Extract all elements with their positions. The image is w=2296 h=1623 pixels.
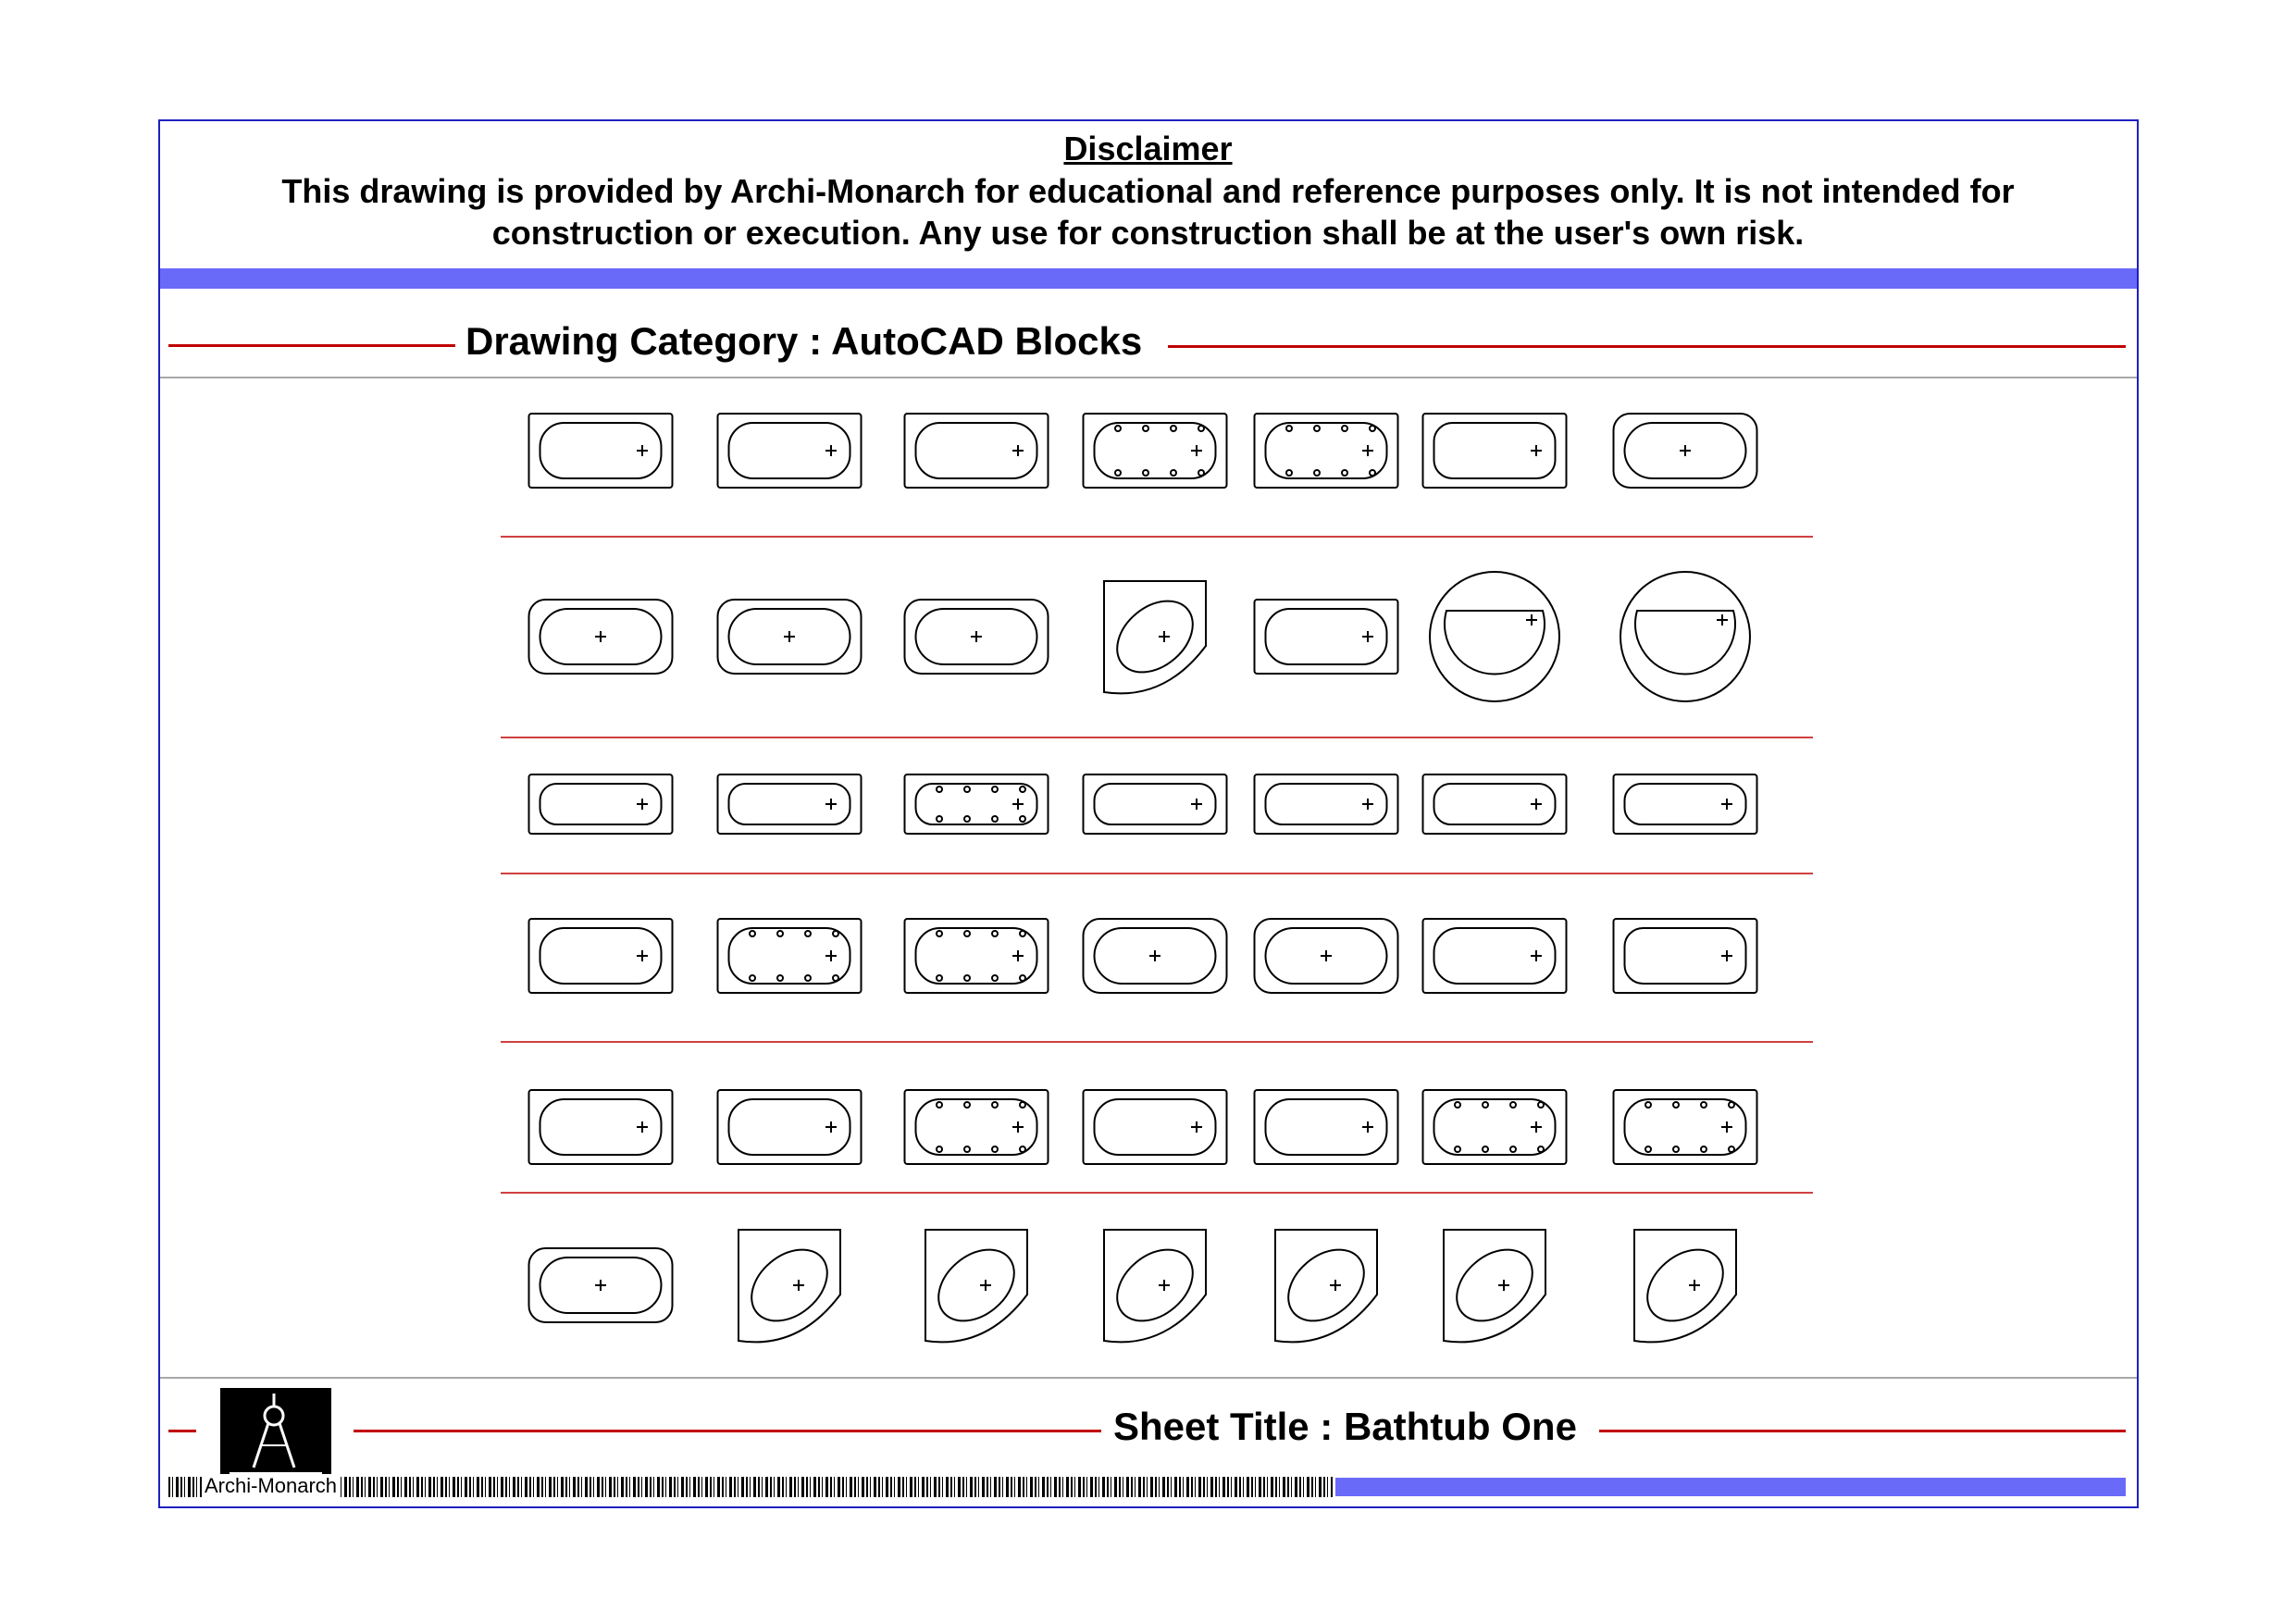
sheet-rule-left-short: [168, 1430, 196, 1432]
row-divider: [501, 737, 1813, 738]
round-tub-block: [1620, 571, 1751, 702]
row-divider: [501, 1192, 1813, 1194]
whirlpool-tub-block: [1082, 413, 1228, 489]
rect-tub-block: [716, 774, 863, 835]
oval-tub-block: [1082, 918, 1228, 994]
rect-tub-block: [527, 774, 674, 835]
header-band: [160, 268, 2137, 289]
rect-tub-block: [1421, 774, 1568, 835]
rect-tub-block: [1253, 1089, 1399, 1165]
rect-tub-block: [1421, 918, 1568, 994]
rect-tub-block: [1082, 1089, 1228, 1165]
rect-tub-block: [527, 918, 674, 994]
sheet-rule-left: [354, 1430, 1101, 1432]
disclaimer-text: This drawing is provided by Archi-Monarc…: [281, 172, 2015, 252]
category-rule-left: [168, 344, 455, 347]
rect-tub-block: [1253, 599, 1399, 675]
footer-divider: [160, 1377, 2137, 1379]
rect-tub-block: [1612, 774, 1758, 835]
corner-tub-block: [925, 1229, 1028, 1344]
offset-tub-block: [1612, 918, 1758, 994]
whirlpool-tub-block: [903, 918, 1049, 994]
category-rule-right: [1168, 345, 2126, 348]
row-divider: [501, 873, 1813, 874]
brand-name: Archi-Monarch: [202, 1474, 341, 1498]
corner-tub-block: [1103, 580, 1207, 695]
oval-tub-block: [1612, 413, 1758, 489]
sheet-title: Sheet Title : Bathtub One: [1113, 1405, 1577, 1448]
rect-tub-block: [716, 1089, 863, 1165]
oval-tub-block: [527, 1247, 674, 1323]
row-divider: [501, 536, 1813, 538]
compass-icon: [230, 1394, 322, 1474]
oval-tub-block: [527, 599, 674, 675]
footer-band: [1335, 1478, 2126, 1496]
archi-monarch-logo: [220, 1388, 331, 1477]
whirlpool-tub-block: [1421, 1089, 1568, 1165]
whirlpool-tub-block: [1612, 1089, 1758, 1165]
oval-tub-block: [1253, 918, 1399, 994]
drawing-category: Drawing Category : AutoCAD Blocks: [465, 319, 1143, 363]
whirlpool-tub-block: [1253, 413, 1399, 489]
drawing-frame: [158, 119, 2139, 1508]
oval-tub-block: [716, 599, 863, 675]
corner-tub-block: [738, 1229, 841, 1344]
category-divider: [160, 377, 2137, 378]
rect-tub-block: [527, 1089, 674, 1165]
sheet-rule-right: [1599, 1430, 2126, 1432]
corner-tub-block: [1443, 1229, 1546, 1344]
rect-tub-block: [716, 413, 863, 489]
rect-tub-block: [1082, 774, 1228, 835]
corner-tub-block: [1103, 1229, 1207, 1344]
offset-tub-block: [1421, 413, 1568, 489]
rect-tub-block: [1253, 774, 1399, 835]
rect-tub-block: [903, 413, 1049, 489]
whirlpool-tub-block: [903, 1089, 1049, 1165]
disclaimer-title: Disclaimer: [1063, 130, 1233, 167]
corner-tub-block: [1633, 1229, 1737, 1344]
corner-tub-block: [1274, 1229, 1378, 1344]
rect-tub-block: [527, 413, 674, 489]
oval-tub-block: [903, 599, 1049, 675]
row-divider: [501, 1041, 1813, 1043]
round-tub-block: [1429, 571, 1560, 702]
barcode: [168, 1477, 1333, 1497]
whirlpool-tub-block: [716, 918, 863, 994]
whirlpool-tub-block: [903, 774, 1049, 835]
